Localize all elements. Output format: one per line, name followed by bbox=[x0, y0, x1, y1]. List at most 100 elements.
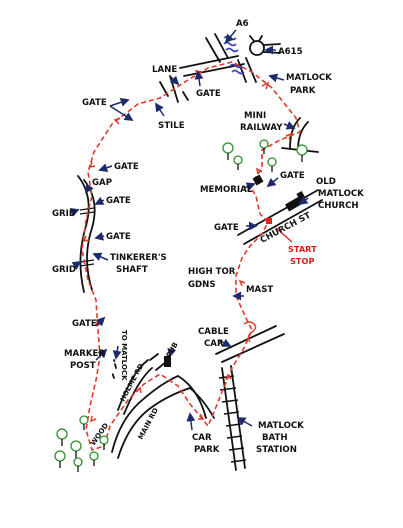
label-grid-bottom: GRID bbox=[52, 265, 76, 275]
road-top-west-2 bbox=[183, 63, 245, 77]
arrow-mini-railway bbox=[283, 121, 296, 130]
road-church-st-2 bbox=[243, 199, 323, 245]
road-top-west-1 bbox=[179, 55, 239, 69]
label-stop: STOP bbox=[290, 256, 314, 266]
tree-icon bbox=[73, 457, 83, 472]
tree-icon bbox=[296, 144, 308, 162]
arrow-pub bbox=[167, 347, 177, 358]
arrow-lane bbox=[169, 75, 180, 86]
label-gap: GAP bbox=[92, 178, 112, 188]
tree-icon bbox=[54, 450, 66, 468]
tree-icon bbox=[56, 428, 68, 446]
label-station-3: STATION bbox=[256, 445, 297, 455]
arrow-gate-left-1 bbox=[109, 98, 130, 107]
road-mini-railway-1 bbox=[289, 117, 301, 149]
label-tinkerer-1: TINKERER'S bbox=[110, 253, 167, 263]
label-gate-2: GATE bbox=[106, 196, 131, 206]
arrow-cable-car bbox=[217, 338, 232, 347]
label-car: CAR bbox=[192, 433, 212, 443]
label-memorial: MEMORIAL bbox=[200, 185, 253, 195]
tree-icon bbox=[99, 435, 109, 450]
arrow-a6 bbox=[224, 29, 237, 44]
tree-icon bbox=[70, 440, 82, 458]
label-mini-railway-1: MINI bbox=[244, 111, 266, 121]
arrow-gate-2 bbox=[94, 196, 105, 205]
arrow-gate-top bbox=[194, 70, 204, 87]
label-stile: STILE bbox=[158, 121, 185, 131]
arrow-stile bbox=[155, 102, 165, 117]
road-to-matlock bbox=[111, 359, 117, 379]
tree-icon bbox=[89, 451, 99, 466]
road-holme-rd-2 bbox=[123, 367, 153, 415]
tree-icon bbox=[222, 142, 234, 160]
label-mini-railway-2: RAILWAY bbox=[240, 123, 283, 133]
label-cable-car-2: CAR bbox=[204, 339, 224, 349]
arrow-church bbox=[298, 196, 309, 206]
tree-icon bbox=[267, 157, 277, 172]
road-a6-left bbox=[205, 37, 221, 63]
label-pub: PUB bbox=[165, 341, 180, 359]
label-cable-car-1: CABLE bbox=[198, 327, 229, 337]
label-gate-left: GATE bbox=[82, 98, 107, 108]
road-holme-rd-1 bbox=[117, 359, 149, 411]
arrow-car-park bbox=[186, 412, 196, 431]
arrow-matlock-park bbox=[268, 73, 285, 83]
label-gate-1: GATE bbox=[114, 162, 139, 172]
label-gate-3: GATE bbox=[280, 171, 305, 181]
memorial-building bbox=[252, 174, 264, 186]
label-a6: A6 bbox=[236, 19, 249, 29]
wall-left-2 bbox=[83, 179, 96, 291]
label-gate-6: GATE bbox=[72, 319, 97, 329]
road-main-east-2 bbox=[189, 387, 215, 419]
road-a6-right bbox=[214, 33, 229, 59]
label-start: START bbox=[288, 244, 317, 254]
label-gate-5: GATE bbox=[214, 223, 239, 233]
arrow-grid-bottom bbox=[71, 261, 82, 270]
label-gate-4: GATE bbox=[106, 232, 131, 242]
label-station-1: MATLOCK bbox=[258, 421, 304, 431]
start-stop-pointer bbox=[275, 227, 293, 243]
road-main-east-1 bbox=[177, 375, 207, 419]
roundabout bbox=[249, 40, 265, 56]
road-top-north bbox=[249, 35, 263, 42]
arrow-gate-6 bbox=[95, 316, 106, 327]
road-station-2 bbox=[221, 333, 285, 363]
label-matlock-park-1: MATLOCK bbox=[286, 73, 332, 83]
road-main-rd-2 bbox=[117, 387, 191, 459]
label-station-2: BATH bbox=[262, 433, 288, 443]
road-lane-gate-mark bbox=[182, 91, 189, 101]
tree-icon bbox=[233, 155, 243, 170]
arrow-to-matlock bbox=[112, 345, 122, 360]
start-stop-marker bbox=[266, 218, 272, 224]
arrow-tinkerer bbox=[92, 252, 109, 261]
arrow-gate-left-2 bbox=[109, 105, 134, 121]
label-main-rd: MAIN RD bbox=[137, 407, 160, 441]
arrow-marker-post bbox=[95, 348, 108, 361]
road-main-rd-1 bbox=[111, 375, 179, 453]
arrow-gate-3 bbox=[266, 177, 279, 188]
road-station-1 bbox=[215, 325, 277, 355]
arrow-station bbox=[236, 417, 253, 427]
label-lane: LANE bbox=[152, 65, 177, 75]
label-matlock-park-2: PARK bbox=[290, 86, 316, 96]
arrow-gate-4 bbox=[94, 231, 105, 241]
trees bbox=[54, 139, 308, 472]
railway-line-2 bbox=[230, 365, 246, 469]
arrow-gap bbox=[85, 183, 94, 194]
wall-left-1 bbox=[77, 175, 90, 293]
roads bbox=[77, 33, 323, 471]
label-a615: A615 bbox=[278, 47, 303, 57]
label-gate-top: GATE bbox=[196, 89, 221, 99]
label-to-matlock: TO MATLOCK bbox=[120, 330, 128, 381]
label-gdns: GDNS bbox=[188, 280, 216, 290]
label-grid-top: GRID bbox=[52, 209, 76, 219]
label-high-tor: HIGH TOR bbox=[188, 267, 236, 277]
road-a6-south-right bbox=[245, 57, 257, 83]
cable-car-squiggle bbox=[243, 321, 257, 343]
arrow-memorial bbox=[243, 182, 256, 191]
walking-route bbox=[81, 61, 301, 452]
label-marker-post-1: MARKER bbox=[64, 349, 105, 359]
pub-building bbox=[164, 356, 171, 367]
label-marker-post-2: POST bbox=[70, 361, 96, 371]
